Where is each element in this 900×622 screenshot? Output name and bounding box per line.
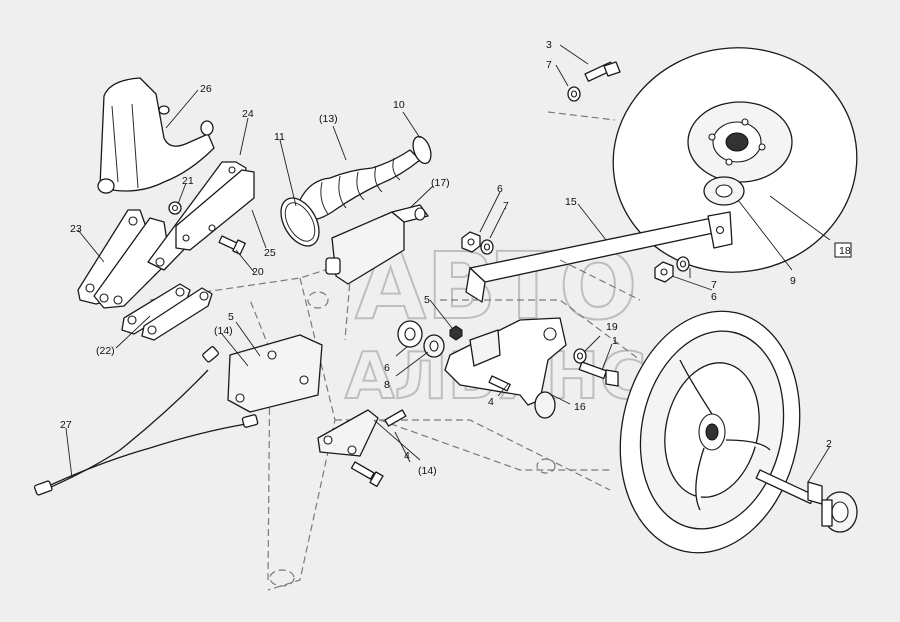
label-15: 15: [565, 196, 577, 208]
spring-clip-10: [412, 135, 432, 165]
label-14-left: (14): [214, 325, 233, 337]
nut-6-upper: [461, 231, 481, 253]
cable-27: [33, 346, 259, 496]
part-labels: 26 24 21 23 25 20 (22) 11 (13) 10 (17) 6…: [60, 39, 851, 477]
label-9: 9: [790, 275, 796, 287]
washer-7-top: [567, 86, 581, 102]
label-6-top: 6: [497, 183, 503, 195]
label-6-center: 6: [384, 362, 390, 374]
label-11: 11: [274, 131, 285, 143]
bolt-small-bottom: [350, 461, 384, 488]
plate-14-left: [227, 334, 323, 413]
hose-clamp-11: [280, 197, 320, 247]
label-2: 2: [826, 438, 832, 450]
plate-14-bottom: [317, 409, 379, 457]
washer-7-upper: [480, 239, 494, 255]
nut-21: [168, 201, 182, 215]
label-13: (13): [319, 113, 338, 125]
label-23: 23: [70, 223, 82, 235]
label-4-bottom: 4: [404, 450, 410, 462]
label-25: 25: [264, 247, 276, 259]
label-4-center: 4: [488, 396, 494, 408]
label-24: 24: [242, 108, 254, 120]
hopper-26: [97, 77, 215, 194]
label-3: 3: [546, 39, 552, 51]
bolt-1: [578, 361, 619, 387]
label-27: 27: [60, 419, 72, 431]
label-10: 10: [393, 99, 405, 111]
bolt-2: [755, 469, 823, 505]
label-20: 20: [252, 266, 264, 278]
label-5-left: 5: [228, 311, 234, 323]
bushing-8: [423, 334, 445, 358]
bolt-4-bottom: [384, 409, 407, 427]
label-6-right: 6: [711, 291, 717, 303]
label-26: 26: [200, 83, 212, 95]
cylinder-17: [325, 204, 429, 285]
leader-lines: [65, 44, 831, 483]
disc-blade: [612, 47, 858, 273]
washer-19: [573, 348, 587, 364]
bar-25: [175, 169, 255, 251]
nut-5-center: [449, 325, 463, 341]
scraper-arm-15: [465, 211, 733, 303]
label-7-top: 7: [503, 200, 509, 212]
wheel-bushing: [821, 491, 858, 533]
label-18-box: [834, 242, 852, 258]
bolt-20: [218, 235, 246, 255]
label-8: 8: [384, 379, 390, 391]
label-16: 16: [574, 401, 586, 413]
label-22: (22): [96, 345, 115, 357]
label-21: 21: [182, 175, 194, 187]
label-7-right: 7: [711, 279, 717, 291]
bushing-6-center: [397, 320, 423, 348]
label-7-bolt: 7: [546, 59, 552, 71]
bolt-3: [584, 61, 621, 82]
hub-spacer: [703, 176, 745, 206]
label-18: 18: [839, 245, 851, 257]
ghost-axis-bolt3: [547, 111, 616, 121]
label-19: 19: [606, 321, 618, 333]
label-5-center: 5: [424, 294, 430, 306]
bracket-16: [444, 317, 567, 419]
frame-ghost: [149, 259, 641, 591]
washer-7-right: [676, 256, 690, 272]
label-17: (17): [431, 177, 450, 189]
link-22b: [141, 287, 213, 341]
label-14-bottom: (14): [418, 465, 437, 477]
nut-6-right: [654, 261, 674, 283]
press-wheel: [619, 310, 801, 554]
label-1: 1: [612, 335, 618, 347]
